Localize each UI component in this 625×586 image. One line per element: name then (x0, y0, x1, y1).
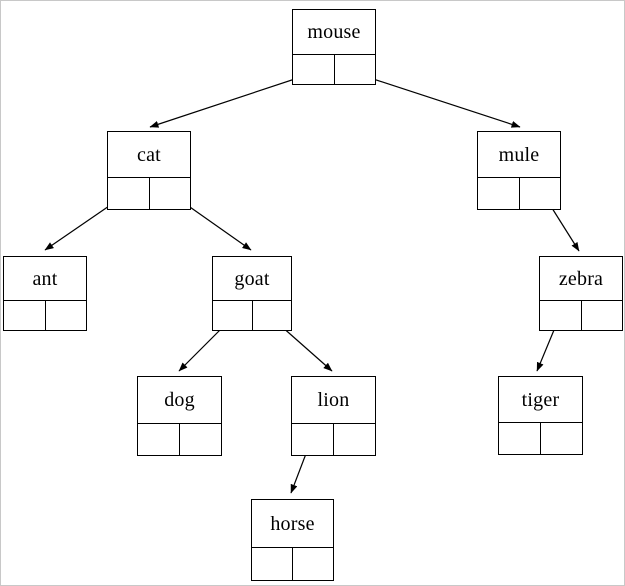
left-pointer-cell-lion[interactable] (292, 424, 334, 455)
left-pointer-cell-dog[interactable] (138, 424, 180, 455)
left-pointer-cell-mule[interactable] (478, 178, 520, 209)
left-pointer-cell-tiger[interactable] (499, 423, 541, 454)
left-pointer-cell-goat[interactable] (213, 301, 253, 330)
node-pointer-cells-zebra (540, 300, 622, 330)
right-pointer-cell-mouse[interactable] (335, 55, 376, 84)
tree-node-mouse[interactable]: mouse (292, 9, 376, 85)
node-label-horse: horse (270, 512, 315, 535)
left-pointer-cell-horse[interactable] (252, 548, 293, 580)
node-pointer-cells-horse (252, 547, 333, 580)
tree-node-goat[interactable]: goat (212, 256, 292, 331)
right-pointer-cell-dog[interactable] (180, 424, 221, 455)
tree-node-mule[interactable]: mule (477, 131, 561, 210)
tree-node-lion[interactable]: lion (291, 376, 376, 456)
node-pointer-cells-lion (292, 423, 375, 455)
node-label-lion: lion (317, 389, 350, 411)
node-pointer-cells-ant (4, 300, 86, 330)
edge-mouse-left-to-cat (149, 72, 314, 128)
tree-node-zebra[interactable]: zebra (539, 256, 623, 331)
node-label-dog: dog (164, 389, 195, 411)
node-pointer-cells-tiger (499, 422, 582, 454)
left-pointer-cell-mouse[interactable] (293, 55, 335, 84)
node-pointer-cells-dog (138, 423, 221, 455)
node-pointer-cells-mule (478, 177, 560, 209)
node-label-mouse: mouse (307, 21, 361, 43)
tree-node-ant[interactable]: ant (3, 256, 87, 331)
right-pointer-cell-ant[interactable] (46, 301, 87, 330)
right-pointer-cell-lion[interactable] (334, 424, 375, 455)
tree-node-dog[interactable]: dog (137, 376, 222, 456)
right-pointer-cell-goat[interactable] (253, 301, 292, 330)
node-label-cat: cat (137, 143, 161, 166)
right-pointer-cell-mule[interactable] (520, 178, 561, 209)
tree-node-horse[interactable]: horse (251, 499, 334, 581)
node-label-ant: ant (32, 267, 58, 290)
right-pointer-cell-horse[interactable] (293, 548, 333, 580)
left-pointer-cell-zebra[interactable] (540, 301, 582, 330)
edge-mouse-right-to-mule (354, 72, 521, 128)
tree-node-cat[interactable]: cat (107, 131, 191, 210)
right-pointer-cell-zebra[interactable] (582, 301, 623, 330)
node-pointer-cells-mouse (293, 54, 375, 84)
right-pointer-cell-tiger[interactable] (541, 423, 582, 454)
node-label-tiger: tiger (521, 388, 560, 411)
tree-node-tiger[interactable]: tiger (498, 376, 583, 455)
left-pointer-cell-ant[interactable] (4, 301, 46, 330)
node-pointer-cells-goat (213, 300, 291, 330)
node-label-zebra: zebra (558, 267, 604, 290)
node-label-mule: mule (498, 143, 540, 166)
node-label-goat: goat (234, 267, 270, 290)
left-pointer-cell-cat[interactable] (108, 178, 150, 209)
right-pointer-cell-cat[interactable] (150, 178, 191, 209)
node-pointer-cells-cat (108, 177, 190, 209)
